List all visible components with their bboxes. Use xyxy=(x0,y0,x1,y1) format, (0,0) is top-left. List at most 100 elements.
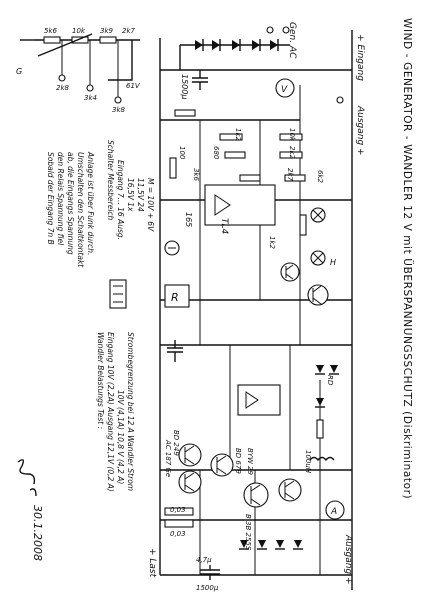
lamp-icon xyxy=(310,207,326,223)
output-capacitor xyxy=(200,565,220,580)
switch-resistor-label: 3k9 xyxy=(100,27,114,35)
resistor-label: 2k2 xyxy=(288,146,296,160)
ammeter-symbol: A xyxy=(330,507,337,517)
part-label: 100uH xyxy=(304,450,312,474)
generator-label: Gen. AC xyxy=(287,22,297,59)
diode-icon xyxy=(315,398,325,408)
ic-label: 165 xyxy=(184,212,193,227)
bottom-cap-label: 4,7µ xyxy=(196,556,212,564)
note-line: Strombegrenzung bei 12 A Wandler Strom xyxy=(126,332,135,491)
transistor-icon xyxy=(278,478,302,502)
note-lower: Wandler Belastungs Test : Eingang 10V (2… xyxy=(96,332,135,492)
load-label: + Last xyxy=(147,548,157,578)
bottom-cap-label: 1500µ xyxy=(196,584,219,592)
shunt-resistors xyxy=(164,507,194,528)
bottom-diodes xyxy=(239,540,303,550)
resistor-label: 6k2 xyxy=(316,170,324,184)
transistor-icon xyxy=(210,453,234,477)
diode-icon xyxy=(232,39,241,51)
note-line: Umschalten den Schaltkontakt xyxy=(76,152,85,268)
note-line: Wandler Belastungs Test : xyxy=(96,332,105,429)
part-label: BD 249 xyxy=(172,430,180,456)
lamp-label: H xyxy=(330,258,336,267)
note-line: 10V (4,1A) 10,8 V (4,2 A) xyxy=(116,390,125,484)
voltmeter-symbol: V xyxy=(281,85,288,95)
signature-date: 30.1.2008 xyxy=(31,505,44,561)
note-upper: Schalter Messbereich Eingang 7... 16 Aus… xyxy=(106,140,155,240)
lamp-icon xyxy=(310,250,326,266)
diode-icon xyxy=(239,540,249,550)
note-line: M = 10V + 6V xyxy=(146,178,155,232)
note-line: ab, die Eingangs Spannung xyxy=(66,152,75,255)
diode-icon xyxy=(252,39,261,51)
resistor-label: 100 xyxy=(178,146,186,160)
diode-icon xyxy=(293,540,303,550)
ammeter: A xyxy=(325,500,345,520)
diode-icon xyxy=(195,39,204,51)
resistor-bank xyxy=(169,109,307,236)
note-line: den Relais Spannung fiel xyxy=(56,152,65,246)
switch-tap-label: 3k8 xyxy=(112,106,126,114)
transistor-icon xyxy=(178,470,202,494)
cap-label: 1500µ xyxy=(180,74,189,99)
part-label: RD xyxy=(326,375,334,386)
switch-resistor-label: 10k xyxy=(72,27,86,35)
ic-lower xyxy=(237,384,281,416)
diode-icon xyxy=(212,39,221,51)
transistor-icon xyxy=(280,262,300,282)
note-line: 16,5V 1x xyxy=(126,178,135,212)
relay-contact xyxy=(164,240,180,256)
diode-icon xyxy=(315,365,325,375)
output-label-bottom: Ausgang + xyxy=(343,534,353,585)
diode-icon xyxy=(270,39,279,51)
part-label: BYW 29 xyxy=(246,448,254,476)
power-transistors xyxy=(178,443,302,508)
note-line: Sobald der Eingang 7n B xyxy=(46,152,55,245)
switch-resistor-label: 5k6 xyxy=(44,27,58,35)
input-label: + Eingang xyxy=(355,34,365,81)
part-label: BD 679 xyxy=(234,448,242,474)
transistor-icon xyxy=(178,443,202,467)
resistor-label: 1k2 xyxy=(234,128,242,142)
part-label: 0,03 xyxy=(170,530,186,538)
transistor-icon xyxy=(243,482,269,508)
voltmeter: V xyxy=(275,78,295,98)
note-line: Anlage ist über Funk durch. xyxy=(86,151,95,255)
switch-tap-label: 3k4 xyxy=(84,94,97,102)
switch-resistor-label: 2k7 xyxy=(122,27,136,35)
part-label: B 3B 255S xyxy=(244,514,252,551)
ic-label: TL4 xyxy=(219,218,229,235)
note-line: 11,5V 24 xyxy=(136,178,145,212)
switch-tap-label: 61V xyxy=(126,82,141,90)
resistor-label: 3k6 xyxy=(192,168,200,182)
resistor-label: 2k7 xyxy=(286,168,294,182)
part-label: 0,03 xyxy=(170,506,186,514)
rectifier-bridge xyxy=(179,26,290,70)
signature: 30.1.2008 xyxy=(17,459,44,561)
ic-upper xyxy=(204,184,276,226)
resistor-label: 1k2 xyxy=(268,236,276,250)
note-left: Sobald der Eingang 7n B den Relais Spann… xyxy=(46,151,95,268)
transistor-icon xyxy=(307,284,329,306)
ground-label: G xyxy=(16,67,22,76)
resistor-label: 10k xyxy=(288,128,296,142)
schematic-title: WIND - GENERATOR - WANDLER 12 V mit ÜBER… xyxy=(401,18,414,499)
mid-capacitor xyxy=(167,340,183,362)
inductor xyxy=(309,456,335,462)
note-line: Schalter Messbereich xyxy=(106,140,115,221)
part-label: AC 187 Ge xyxy=(164,439,172,477)
diode-icon xyxy=(329,365,339,375)
diode-icon xyxy=(257,540,267,550)
note-line: Eingang 7... 16 Ausg. xyxy=(116,160,125,240)
relay-symbol: R xyxy=(171,291,179,304)
input-capacitor xyxy=(192,70,208,90)
resistor-label: 680 xyxy=(212,146,220,160)
relay: R xyxy=(109,279,190,309)
note-line: Eingang 10V (2,2A) Ausgang 12,1V (0,2 A) xyxy=(106,332,115,492)
output-label-top: Ausgang + xyxy=(355,105,365,156)
range-switch xyxy=(20,33,140,104)
diode-icon xyxy=(275,540,285,550)
switch-tap-label: 2k8 xyxy=(56,84,70,92)
right-diodes xyxy=(315,365,339,439)
